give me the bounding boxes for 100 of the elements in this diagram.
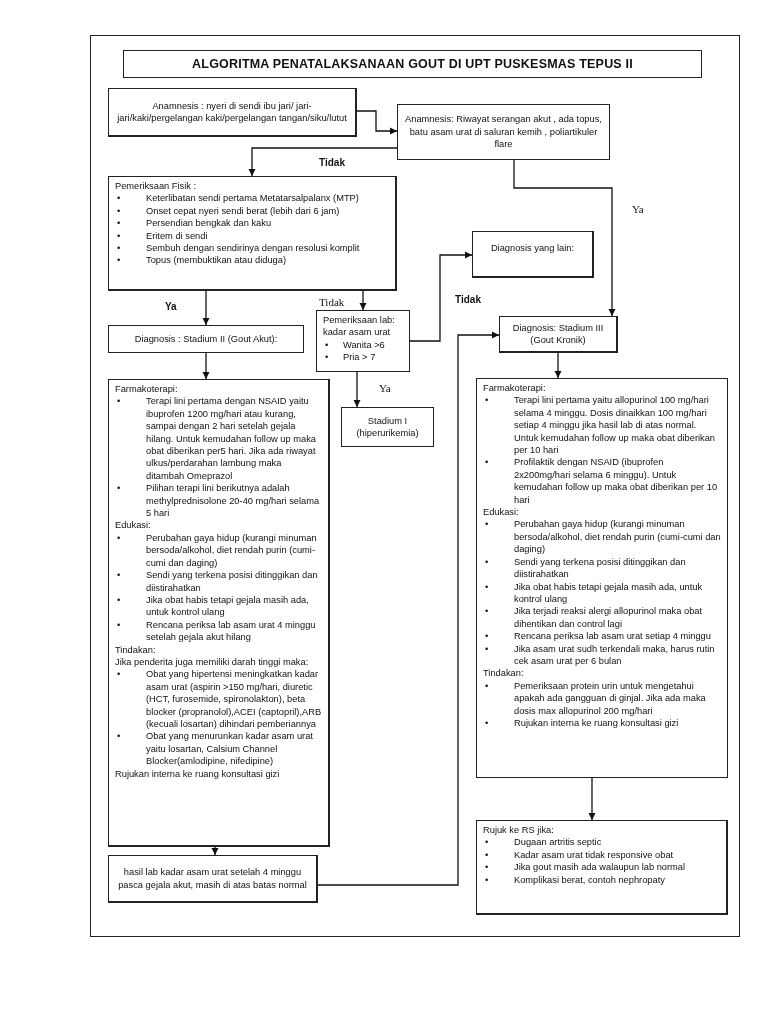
bullet: • [116, 230, 121, 241]
process-box [341, 407, 434, 447]
box-heading: Diagnosis yang lain: [489, 242, 576, 255]
arrow [202, 352, 210, 380]
process-box [476, 378, 728, 778]
bullet-item: Jika terjadi reaksi alergi allopurinol maka obat dihentikan dan control lagi [514, 605, 704, 631]
bullet: • [116, 483, 121, 494]
box-heading: Stadium I (hiperurikemia) [355, 414, 420, 440]
edge-label: Tidak [318, 296, 346, 308]
arrow [353, 371, 361, 408]
arrow [554, 352, 562, 379]
bullet-item: Pria > 7 [343, 351, 377, 364]
bullet-item: Terapi lini pertama dengan NSAID yaitu ibuprofen 1200 mg/hari atau kurang, sampai dengan 2 hari setelah gejala hilang. Untuk kemudahan follow up maka obat diberikan per5 hari. Jika ada riwayat ulkus/perdarahan lambung maka ditambah Omeprazol [146, 395, 318, 483]
bullet-item: Jika obat habis tetapi gejala masih ada, untuk kontrol ulang [514, 580, 704, 606]
arrow [513, 159, 616, 317]
box-heading: Anamnesis: Riwayat serangan akut , ada topus, batu asam urat di saluran kemih , poliartikuler flare [404, 113, 603, 151]
process-box [108, 379, 330, 847]
bullet: • [116, 205, 121, 216]
diagram-title: ALGORITMA PENATALAKSANAAN GOUT DI UPT PUSKESMAS TEPUS II [123, 50, 702, 78]
bullet-item: Kadar asam urat tidak responsive obat [514, 848, 675, 862]
bullet-item: Rencana periksa lab asam urat setiap 4 minggu [514, 630, 712, 643]
bullet-item: Rujukan interna ke ruang konsultasi gizi [514, 716, 680, 730]
edge-label: Ya [378, 382, 392, 394]
box-heading: Anamnesis : nyeri di sendi ibu jari/ jari-jari/kaki/pergelangan kaki/pergelangan tangan/siku/lutut [116, 99, 348, 125]
arrow [588, 777, 596, 821]
process-box [108, 855, 318, 903]
bullet: • [116, 193, 121, 204]
bullet-item: Sembuh dengan sendirinya dengan resolusi komplit [146, 242, 361, 255]
bullet: • [116, 594, 121, 605]
arrow [359, 290, 367, 311]
bullet-item: Pilihan terapi lini berikutnya adalah methylprednisolone 20-40 mg/hari selama 5 hari [146, 482, 321, 520]
bullet-item: Wanita >6 [343, 338, 386, 352]
bullet-item: Profilaktik dengan NSAID (ibuprofen 2x200mg/hari selama 6 minggu). Untuk kemudahan follow up maka obat diberikan per 10 hari [514, 456, 719, 507]
box-text: Tindakan: [483, 667, 525, 680]
bullet-item: Perubahan gaya hidup (kurangi minuman bersoda/alkohol, diet rendah purin (cumi-cumi dan daging) [146, 531, 318, 570]
bullet: • [116, 243, 121, 254]
bullet: • [484, 837, 489, 848]
box-text: Tindakan: [115, 643, 157, 656]
box-heading: Diagnosis: Stadium III (Gout Kronik) [511, 321, 605, 347]
bullet-item: Komplikasi berat, contoh nephropaty [514, 873, 666, 887]
bullet-item: Jika gout masih ada walaupun lab normal [514, 861, 687, 874]
bullet-item: Persendian bengkak dan kaku [146, 217, 273, 230]
bullet: • [116, 731, 121, 742]
box-heading: Rujuk ke RS jika: [483, 824, 555, 837]
bullet-item: Jika obat habis tetapi gejala masih ada, untuk kontrol ulang [146, 593, 310, 619]
bullet: • [484, 643, 489, 654]
bullet: • [484, 717, 489, 728]
bullet-item: Sendi yang terkena posisi ditinggikan dan diistirahatkan [146, 569, 319, 594]
arrow [409, 251, 473, 342]
box-text: Jika penderita juga memiliki darah tinggi maka: [115, 655, 310, 669]
bullet: • [484, 606, 489, 617]
arrow [356, 110, 398, 135]
bullet-item: Topus (membuktikan atau diduga) [146, 254, 288, 267]
bullet: • [116, 619, 121, 630]
bullet-item: Obat yang menurunkan kadar asam urat yaitu losartan, Calsium Channel Blocker(amlodipine, nifedipine) [146, 730, 314, 768]
box-heading: Farmakoterapi: [115, 383, 179, 396]
bullet: • [116, 532, 121, 543]
bullet-item: Rencana periksa lab asam urat 4 minggu setelah gejala akut hilang [146, 618, 317, 644]
edge-label: Tidak [454, 294, 482, 305]
bullet-item: Jika asam urat sudh terkendali maka, harus rutin cek asam urat per 6 bulan [514, 642, 716, 668]
bullet: • [484, 519, 489, 530]
box-heading: hasil lab kadar asam urat setelah 4 minggu pasca gejala akut, masih di atas batas normal [117, 866, 308, 891]
bullet: • [116, 218, 121, 229]
process-box [397, 104, 610, 160]
box-heading: Pemeriksaan Fisik : [115, 180, 198, 193]
process-box [108, 88, 357, 137]
bullet-item: Terapi lini pertama yaitu allopurinol 100 mg/hari selama 4 minggu. Dosis dinaikkan 100 mg/hari setiap 4 minggu jika hasil lab di atas normal. Untuk kemudahan follow up maka obat diberikan per 10 hari [514, 394, 717, 457]
arrow [211, 846, 219, 856]
process-box [476, 820, 728, 915]
edge-label: Ya [164, 301, 178, 312]
bullet-item: Dugaan artritis septic [514, 836, 603, 849]
box-heading: Farmakoterapi: [483, 382, 547, 395]
bullet: • [116, 396, 121, 407]
bullet: • [484, 457, 489, 468]
bullet: • [116, 669, 121, 680]
bullet: • [484, 874, 489, 885]
box-text: Edukasi: [483, 506, 520, 519]
arrow [202, 290, 210, 326]
bullet-item: Keterlibatan sendi pertama Metatarsalpalanx (MTP) [146, 192, 360, 205]
bullet: • [484, 395, 489, 406]
arrow [317, 331, 500, 886]
bullet: • [116, 255, 121, 266]
bullet-item: Obat yang hipertensi meningkatkan kadar asam urat (aspirin >150 mg/hari, diuretic (HCT, furosemide, spironolakton), beta blocker (propranolol),ACEI (captopril),ARB (kecuali losartan) dihindari pemberiannya [146, 668, 322, 731]
box-heading: Diagnosis : Stadium II (Gout Akut): [133, 332, 279, 346]
bullet: • [324, 339, 329, 350]
bullet: • [484, 581, 489, 592]
process-box [316, 310, 410, 372]
bullet: • [116, 570, 121, 581]
process-box [499, 316, 618, 353]
bullet-item: Pemeriksaan protein urin untuk mengetahui apakah ada gangguan di ginjal. Jika ada maka dosis max allopurinol 200 mg/hari [514, 679, 707, 717]
process-box [108, 176, 397, 291]
bullet-item: Sendi yang terkena posisi ditinggikan dan diistirahatkan [514, 555, 687, 581]
arrow [248, 147, 398, 177]
bullet-item: Onset cepat nyeri sendi berat (lebih dari 6 jam) [146, 204, 341, 218]
bullet: • [484, 631, 489, 642]
bullet: • [484, 862, 489, 873]
bullet: • [324, 352, 329, 363]
bullet-item: Perubahan gaya hidup (kurangi minuman bersoda/alkohol, diet rendah purin (cumi-cumi dan daging) [514, 518, 721, 556]
box-text: Rujukan interna ke ruang konsultasi gizi [115, 767, 281, 780]
bullet: • [484, 849, 489, 860]
